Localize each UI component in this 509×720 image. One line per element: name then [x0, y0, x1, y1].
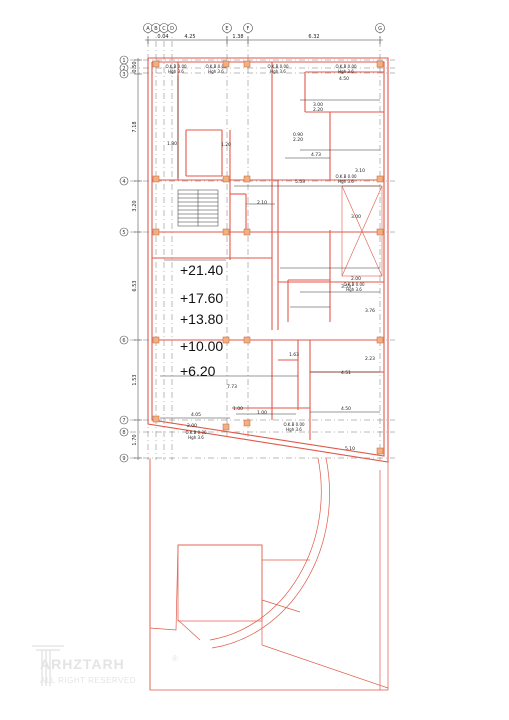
site-outline — [149, 457, 389, 691]
window-tag-7-line1: O.K.B 0.00 — [185, 430, 207, 435]
inner-dim-20: 1.00 — [257, 410, 267, 416]
grid-row-2: 2 — [122, 66, 125, 72]
window-tag-6-line2: Hgh 3.6 — [346, 287, 362, 292]
left-dim-4: 6.53 — [132, 280, 138, 291]
top-dim-3: 6.32 — [308, 34, 319, 40]
grid-bubbles-top — [143, 23, 385, 33]
inner-dim-3: 2.20 — [313, 107, 323, 113]
inner-dim-5: 2.20 — [293, 137, 303, 143]
watermark-brand: ARHZTARH — [40, 656, 125, 672]
top-dimension-line — [145, 36, 383, 44]
grid-col-b: B — [154, 26, 158, 32]
watermark-registered: ® — [172, 654, 178, 663]
grid-col-d: D — [170, 26, 174, 32]
left-dim-3: 3.20 — [132, 200, 138, 211]
grid-col-c: C — [162, 26, 166, 32]
left-dim-5: 1.53 — [132, 374, 138, 385]
window-tag-7-line2: Hgh 3.6 — [188, 435, 204, 440]
grid-col-e: E — [225, 26, 228, 32]
inner-dim-8: 2.10 — [257, 200, 267, 206]
watermark-subtitle: ALL RIGHT RESERVED — [40, 676, 136, 685]
grid-row-5: 5 — [122, 230, 125, 236]
inner-dim-16: 4.05 — [191, 412, 201, 418]
inner-dim-18: 4.50 — [341, 406, 351, 412]
inner-dim-1: 4.50 — [339, 76, 349, 82]
inner-dim-2: 3.00 — [313, 102, 323, 108]
left-dimension-line — [134, 58, 142, 460]
left-dim-6: 1.70 — [132, 434, 138, 445]
window-tag-6-line1: O.K.B 0.00 — [343, 282, 365, 287]
elevation-label-5: +6.20 — [180, 363, 216, 379]
inner-dim-6: 1.80 — [167, 141, 177, 147]
grid-row-8: 8 — [122, 430, 125, 436]
inner-dim-14: 1.00 — [233, 406, 243, 412]
inner-dim-4: 0.90 — [293, 132, 303, 138]
elevation-label-1: +21.40 — [180, 262, 224, 278]
inner-dim-12: 5.53 — [295, 179, 305, 185]
window-tag-2-line1: O.K.B 0.00 — [205, 64, 227, 69]
grid-row-7: 7 — [122, 418, 125, 424]
inner-dim-10: 3.00 — [351, 214, 361, 220]
inner-dimension-lines — [160, 75, 380, 419]
window-tag-5-line1: O.K.B 0.00 — [335, 174, 357, 179]
inner-dim-23: 2.23 — [365, 356, 375, 362]
grid-row-6: 6 — [122, 338, 125, 344]
top-dim-2: 1.38 — [232, 34, 243, 40]
window-tag-5-line2: Hgh 3.6 — [338, 179, 354, 184]
grid-col-f: F — [247, 26, 250, 32]
inner-dim-24: 3.76 — [365, 308, 375, 314]
window-tag-4-line1: O.K.B 0.00 — [335, 64, 357, 69]
inner-dim-7: 1.20 — [221, 142, 231, 148]
window-tag-8-line1: O.K.B 0.00 — [283, 422, 305, 427]
inner-dim-11: 2.00 — [351, 276, 361, 282]
structural-columns — [152, 60, 384, 455]
grid-col-g: G — [378, 26, 382, 32]
elevation-label-3: +13.80 — [180, 311, 224, 327]
window-tag-8-line2: Hgh 3.6 — [286, 427, 302, 432]
grid-row-4: 4 — [122, 179, 125, 185]
inner-dim-13: 4.73 — [311, 152, 321, 158]
grid-row-1: 1 — [122, 58, 125, 64]
void-openings — [341, 185, 383, 277]
inner-dim-19: 5.10 — [345, 446, 355, 452]
grid-bubbles-left — [119, 55, 129, 463]
grid-row-3: 3 — [122, 72, 125, 78]
window-tag-1-line1: O.K.B 0.00 — [165, 64, 187, 69]
elevation-label-2: +17.60 — [180, 290, 224, 306]
window-tag-3-line2: Hgh 3.6 — [270, 69, 286, 74]
top-dim-1: 4.25 — [184, 34, 195, 40]
grid-lines — [130, 28, 395, 460]
grid-col-a: A — [146, 26, 150, 32]
left-dim-2: 7.18 — [132, 121, 138, 132]
watermark-logo-icon — [32, 645, 64, 686]
elevation-label-4: +10.00 — [180, 338, 224, 354]
inner-dim-9: 3.10 — [355, 168, 365, 174]
top-dim-small: 0.04 — [157, 34, 168, 40]
inner-dim-22: 4.51 — [341, 370, 351, 376]
inner-dim-25: 3.53 — [341, 284, 351, 290]
inner-dim-15: 7.73 — [227, 384, 237, 390]
left-dim-1: 0.50 — [132, 61, 138, 72]
inner-dim-21: 1.63 — [289, 352, 299, 358]
grid-row-9: 9 — [122, 456, 125, 462]
window-tag-1-line2: Hgh 3.6 — [168, 69, 184, 74]
window-tag-3-line1: O.K.B 0.00 — [267, 64, 289, 69]
inner-dim-17: 2.00 — [187, 423, 197, 429]
stair — [177, 189, 219, 227]
window-tag-4-line2: Hgh 3.6 — [338, 69, 354, 74]
window-tag-2-line2: Hgh 3.6 — [208, 69, 224, 74]
